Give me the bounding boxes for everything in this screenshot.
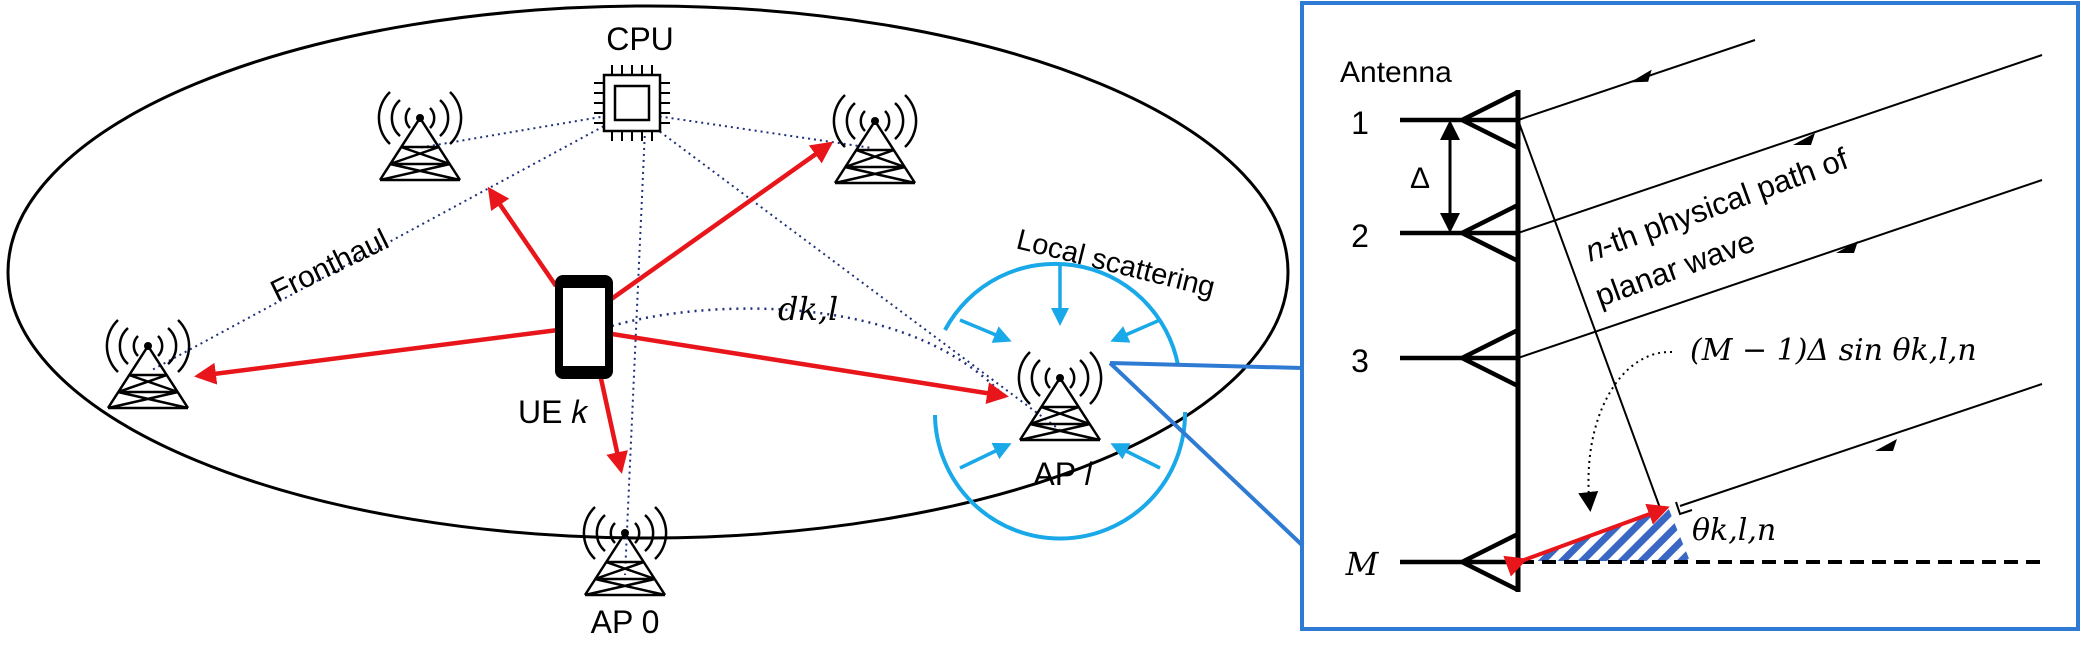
distance-curve bbox=[611, 307, 1001, 393]
antenna-title: Antenna bbox=[1340, 56, 1452, 89]
antenna-label-m: 𝑀 bbox=[1345, 545, 1380, 583]
delay-label: (𝑀 − 1)Δ sin 𝜃𝑘,𝑙,𝑛 bbox=[1690, 333, 1977, 368]
path-difference-arrow bbox=[1503, 503, 1670, 577]
antenna-label-1: 1 bbox=[1351, 105, 1369, 141]
fronthaul-links bbox=[151, 111, 1061, 576]
angle-label: 𝜃𝑘,𝑙,𝑛 bbox=[1692, 513, 1776, 548]
distance-label: 𝑑𝑘,𝑙 bbox=[778, 290, 838, 328]
antenna-array-panel bbox=[1300, 1, 2080, 631]
zoom-callout-lines bbox=[1108, 361, 1304, 547]
ap-0-tower-icon bbox=[582, 505, 668, 597]
scattering-arrows bbox=[959, 265, 1161, 470]
cpu-icon bbox=[594, 65, 670, 141]
ap-l-label: AP 𝑙 bbox=[1033, 456, 1093, 492]
ue-ap-links bbox=[194, 141, 1009, 474]
ap-tower-icon bbox=[832, 93, 918, 185]
fronthaul-label: Fronthaul bbox=[266, 223, 394, 308]
antenna-label-3: 3 bbox=[1351, 343, 1369, 379]
ap-l-tower-icon bbox=[1017, 350, 1103, 442]
ap-tower-icon bbox=[105, 318, 191, 410]
antenna-elements bbox=[1400, 89, 1520, 593]
antenna-label-2: 2 bbox=[1351, 218, 1369, 254]
local-scattering bbox=[933, 261, 1188, 541]
ue-label: UE 𝑘 bbox=[518, 394, 589, 430]
ap-tower-icon bbox=[377, 90, 463, 182]
ap-0-label: AP 0 bbox=[591, 604, 660, 640]
cpu-label: CPU bbox=[606, 21, 674, 57]
wave-direction-arrows bbox=[1630, 69, 1897, 451]
right-angle-marker bbox=[1675, 501, 1693, 516]
ue-phone-icon bbox=[555, 275, 613, 379]
coverage-area-ellipse bbox=[6, 4, 1290, 540]
spacing-label: Δ bbox=[1410, 162, 1430, 195]
delay-pointer bbox=[1578, 350, 1673, 512]
